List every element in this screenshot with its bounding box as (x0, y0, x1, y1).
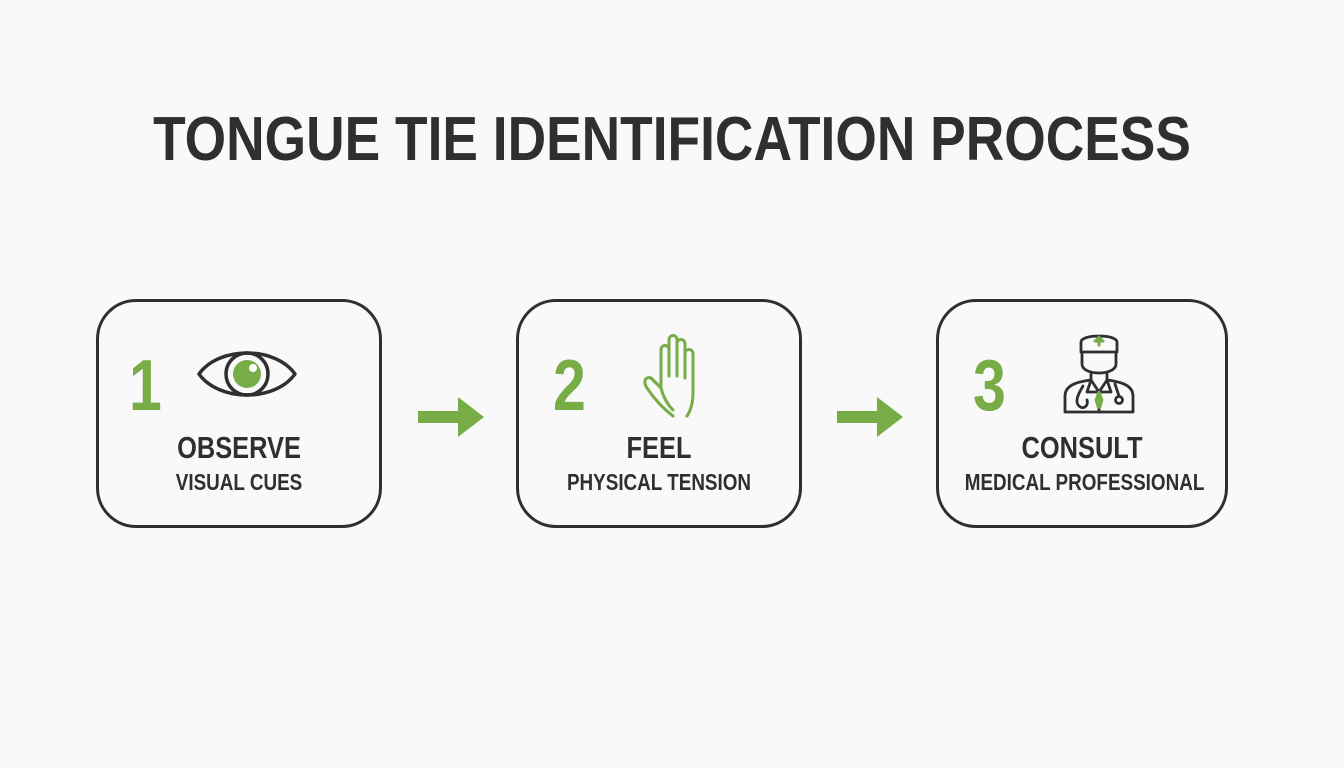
page-title: TONGUE TIE IDENTIFICATION PROCESS (153, 105, 1191, 174)
step-subtitle: PHYSICAL TENSION (566, 469, 752, 495)
step-heading: OBSERVE (177, 430, 301, 465)
step-number: 2 (553, 346, 586, 426)
step-card-consult: 3 CONSULT MEDICAL PROFESSIONAL (936, 299, 1228, 528)
step-number: 1 (129, 346, 162, 426)
doctor-icon (1061, 330, 1137, 421)
step-subtitle: VISUAL CUES (175, 469, 303, 495)
hand-icon (639, 330, 711, 427)
arrow-right-icon (835, 394, 905, 445)
step-card-feel: 2 FEEL PHYSICAL TENSION (516, 299, 802, 528)
step-heading: CONSULT (1021, 430, 1143, 465)
step-subtitle: MEDICAL PROFESSIONAL (964, 469, 1205, 495)
step-card-observe: 1 OBSERVE VISUAL CUES (96, 299, 382, 528)
arrow-right-icon (416, 394, 486, 445)
eye-icon (195, 342, 299, 411)
step-heading: FEEL (626, 430, 692, 465)
step-number: 3 (973, 346, 1006, 426)
